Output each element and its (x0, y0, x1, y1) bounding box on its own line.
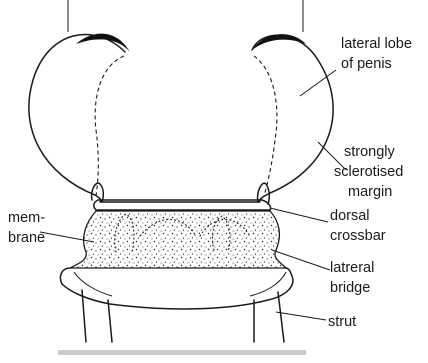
right-sclerotised-tip (252, 34, 306, 50)
lateral-bridge-body (60, 268, 292, 309)
left-dashed-margin (95, 56, 124, 196)
label-lateral-bridge: latreral bridge (330, 260, 378, 296)
label-sclerotised-margin: strongly sclerotised margin (334, 144, 407, 200)
label-membrane: mem- brane (8, 210, 49, 246)
membrane-region (70, 211, 286, 268)
right-dashed-margin (254, 56, 277, 196)
label-lateral-lobe: lateral lobe of penis (341, 36, 416, 72)
label-dorsal-crossbar: dorsal crossbar (330, 208, 386, 244)
bridge-inner-curve-left (74, 272, 112, 296)
leader-strut (276, 312, 326, 320)
bottom-bar (58, 350, 306, 355)
label-strut: strut (328, 314, 356, 330)
bridge-inner-curve-right (250, 272, 286, 296)
leader-lateral-lobe (300, 70, 336, 96)
leader-dorsal-crossbar (270, 208, 328, 222)
lateral-lobes-outline (29, 34, 333, 202)
